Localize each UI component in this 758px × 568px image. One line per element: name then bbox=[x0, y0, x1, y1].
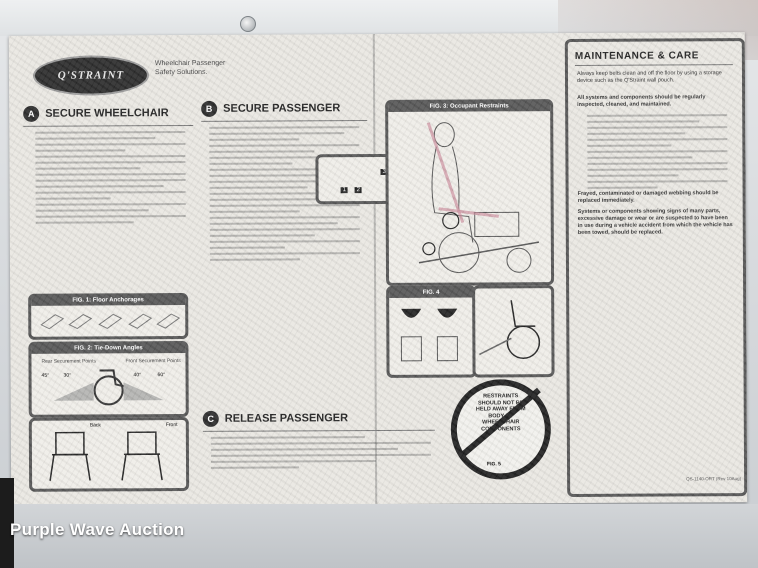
fig3-occupant-restraints: FIG. 3: Occupant Restraints bbox=[385, 99, 555, 286]
fig4-seat-belt-position: FIG. 4 bbox=[386, 285, 477, 378]
restraint-warning-text: RESTRAINTS SHOULD NOT BE HELD AWAY FROM … bbox=[475, 393, 526, 432]
maintenance-p2: All systems and components should be reg… bbox=[577, 94, 706, 108]
step-1: 1 bbox=[340, 187, 348, 194]
section-a-badge: A bbox=[23, 105, 40, 122]
wall-top bbox=[0, 0, 758, 36]
maintenance-code: QS-1140-ORT (Rev 10Aug) bbox=[686, 476, 742, 482]
sticker-seam bbox=[372, 34, 378, 505]
fig2-label: FIG. 2: Tie-Down Angles bbox=[31, 343, 186, 354]
maintenance-p1: Always keep belts clean and off the floo… bbox=[576, 70, 722, 84]
fig3-occupant-illustration bbox=[418, 122, 539, 274]
maintenance-p4: Systems or components showing signs of m… bbox=[577, 208, 733, 236]
maintenance-title: MAINTENANCE & CARE bbox=[574, 50, 699, 62]
section-a-heading: A SECURE WHEELCHAIR bbox=[23, 105, 169, 122]
fig2-wheelchair-diagram bbox=[53, 369, 164, 406]
fig4-illustration bbox=[400, 308, 458, 362]
section-a-instructions bbox=[35, 131, 186, 228]
instruction-sticker: Q'STRAINT Wheelchair Passenger Safety So… bbox=[8, 32, 748, 506]
fig1-label: FIG. 1: Floor Anchorages bbox=[31, 295, 186, 306]
wheelchair-side-illustration bbox=[479, 300, 541, 359]
mounting-bolt bbox=[240, 16, 256, 32]
maintenance-bullets bbox=[587, 114, 728, 193]
section-b-rule bbox=[201, 120, 368, 122]
fig1-floor-anchorages: FIG. 1: Floor Anchorages bbox=[28, 292, 189, 340]
section-c-instructions bbox=[210, 436, 431, 473]
step-2: 2 bbox=[354, 187, 362, 194]
fig1-anchor-illustration bbox=[40, 313, 181, 330]
qstraint-logo: Q'STRAINT bbox=[32, 55, 150, 96]
section-c-heading: C RELEASE PASSENGER bbox=[202, 410, 349, 427]
wheelchair-views-illustration bbox=[49, 431, 163, 481]
brand-tagline: Wheelchair Passenger Safety Solutions. bbox=[154, 59, 226, 77]
bottom-wall bbox=[0, 504, 758, 568]
section-c-rule bbox=[202, 429, 435, 432]
auction-watermark: Purple Wave Auction bbox=[10, 520, 185, 539]
maintenance-p3: Frayed, contaminated or damaged webbing … bbox=[577, 190, 719, 204]
section-a-title: SECURE WHEELCHAIR bbox=[45, 107, 169, 120]
fig4-label: FIG. 4 bbox=[389, 287, 474, 298]
section-b-heading: B SECURE PASSENGER bbox=[201, 100, 340, 117]
section-c-title: RELEASE PASSENGER bbox=[224, 412, 349, 425]
fig-wheelchair-side bbox=[472, 285, 555, 378]
section-b-badge: B bbox=[201, 100, 218, 117]
section-b-title: SECURE PASSENGER bbox=[223, 102, 341, 115]
fig3-label: FIG. 3: Occupant Restraints bbox=[388, 101, 551, 112]
section-a-rule bbox=[23, 124, 194, 127]
section-c-badge: C bbox=[202, 410, 219, 427]
fig-wheelchair-views: Back Front bbox=[28, 416, 190, 492]
fig5-label: FIG. 5 bbox=[487, 461, 501, 468]
fig2-tie-down-angles: FIG. 2: Tie-Down Angles Rear Securement … bbox=[28, 340, 189, 418]
dark-edge bbox=[0, 478, 14, 568]
